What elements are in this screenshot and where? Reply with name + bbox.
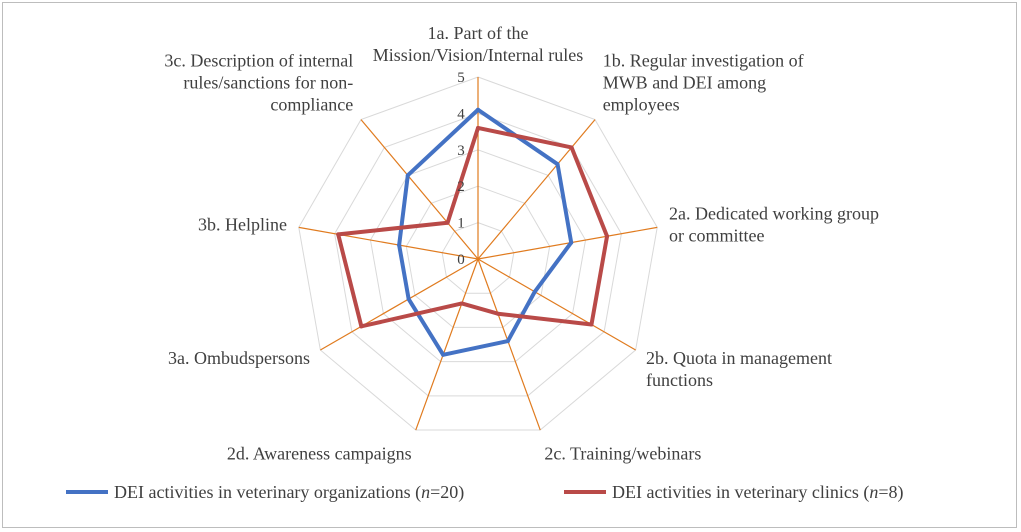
category-label-8: 3b. Helpline <box>198 214 287 234</box>
axis-spoke-6 <box>415 258 479 431</box>
grid-ring-5 <box>298 76 658 431</box>
series-1-point-7 <box>406 297 411 302</box>
radial-tick-2: 2 <box>457 179 465 195</box>
axis-spoke-4 <box>477 258 636 351</box>
series-1-point-6 <box>441 352 446 357</box>
radar-series <box>336 107 610 357</box>
series-line-1 <box>397 107 574 357</box>
legend: DEI activities in veterinary organizatio… <box>66 482 904 503</box>
series-2-point-5 <box>495 311 500 316</box>
series-1-point-4 <box>532 289 537 294</box>
series-1-point-5 <box>505 339 510 344</box>
series-2-point-3 <box>605 234 610 239</box>
series-2-point-9 <box>445 220 450 225</box>
series-1-point-1 <box>476 107 480 112</box>
legend-label-2: DEI activities in veterinary clinics (n=… <box>612 482 904 503</box>
series-2-point-2 <box>569 145 574 150</box>
series-1-point-2 <box>555 162 560 167</box>
axis-spoke-9 <box>360 119 479 260</box>
series-line-2 <box>336 125 610 329</box>
radial-tick-3: 3 <box>457 143 465 159</box>
series-1-point-8 <box>397 243 402 248</box>
radial-tick-labels: 0 1 2 3 4 5 <box>457 70 465 268</box>
grid-ring-1 <box>441 222 515 294</box>
radial-tick-0: 0 <box>457 252 465 268</box>
series-2-point-6 <box>459 301 464 306</box>
series-2-point-1 <box>476 125 480 130</box>
radar-axes <box>298 77 658 431</box>
series-2-point-8 <box>336 232 341 237</box>
axis-spoke-2 <box>477 119 596 260</box>
legend-label-1: DEI activities in veterinary organizatio… <box>114 482 464 503</box>
axis-spoke-3 <box>477 226 658 260</box>
axis-spoke-7 <box>320 258 479 351</box>
series-1-point-9 <box>405 173 410 178</box>
category-label-7: 3a. Ombudspersons <box>168 348 310 368</box>
series-2-point-7 <box>359 324 364 329</box>
category-label-6: 2d. Awareness campaigns <box>227 443 412 463</box>
axis-spoke-8 <box>298 226 479 260</box>
series-1-point-3 <box>569 240 574 245</box>
radial-tick-4: 4 <box>457 106 465 122</box>
radial-tick-1: 1 <box>457 216 465 232</box>
series-2-point-4 <box>589 322 594 327</box>
radial-tick-5: 5 <box>457 70 465 86</box>
grid-ring-4 <box>334 112 622 397</box>
axis-spoke-5 <box>477 258 541 431</box>
category-label-5: 2c. Training/webinars <box>544 443 701 463</box>
